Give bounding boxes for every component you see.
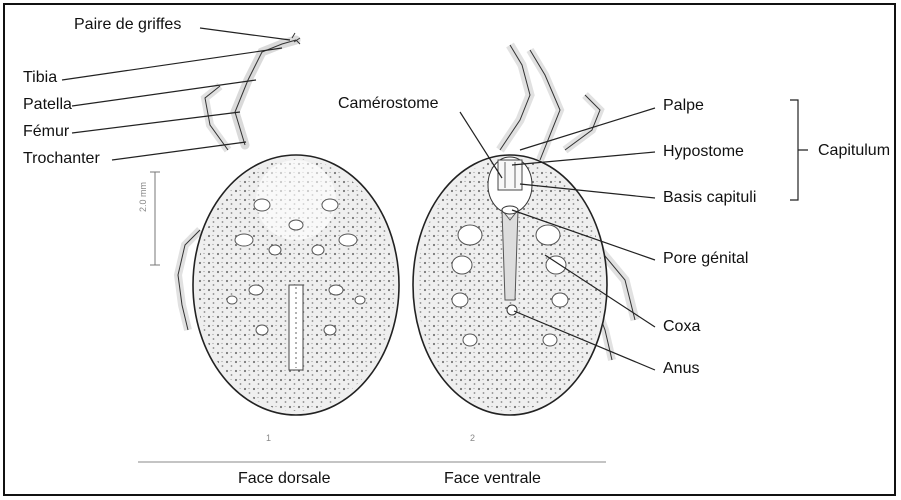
caption-face-ventrale: Face ventrale	[444, 470, 541, 488]
anus-marker	[507, 305, 517, 315]
label-tibia: Tibia	[23, 69, 57, 87]
ventral-view	[413, 45, 635, 415]
label-palpe: Palpe	[663, 97, 704, 115]
figure-number-1: 1	[266, 433, 271, 443]
scale-bar-label: 2.0 mm	[138, 182, 148, 212]
label-trochanter: Trochanter	[23, 150, 100, 168]
dorsal-leg-front	[235, 40, 296, 145]
label-camerostome: Camérostome	[338, 95, 438, 113]
label-paire-de-griffes: Paire de griffes	[74, 16, 181, 34]
label-pore-genital: Pore génital	[663, 250, 748, 268]
label-patella: Patella	[23, 96, 72, 114]
label-hypostome: Hypostome	[663, 143, 744, 161]
label-anus: Anus	[663, 360, 699, 378]
caption-face-dorsale: Face dorsale	[238, 470, 331, 488]
label-femur: Fémur	[23, 123, 69, 141]
capitulum-bracket	[790, 100, 808, 200]
figure-number-2: 2	[470, 433, 475, 443]
label-capitulum: Capitulum	[818, 142, 890, 160]
label-basis-capituli: Basis capituli	[663, 189, 756, 207]
label-coxa: Coxa	[663, 318, 700, 336]
